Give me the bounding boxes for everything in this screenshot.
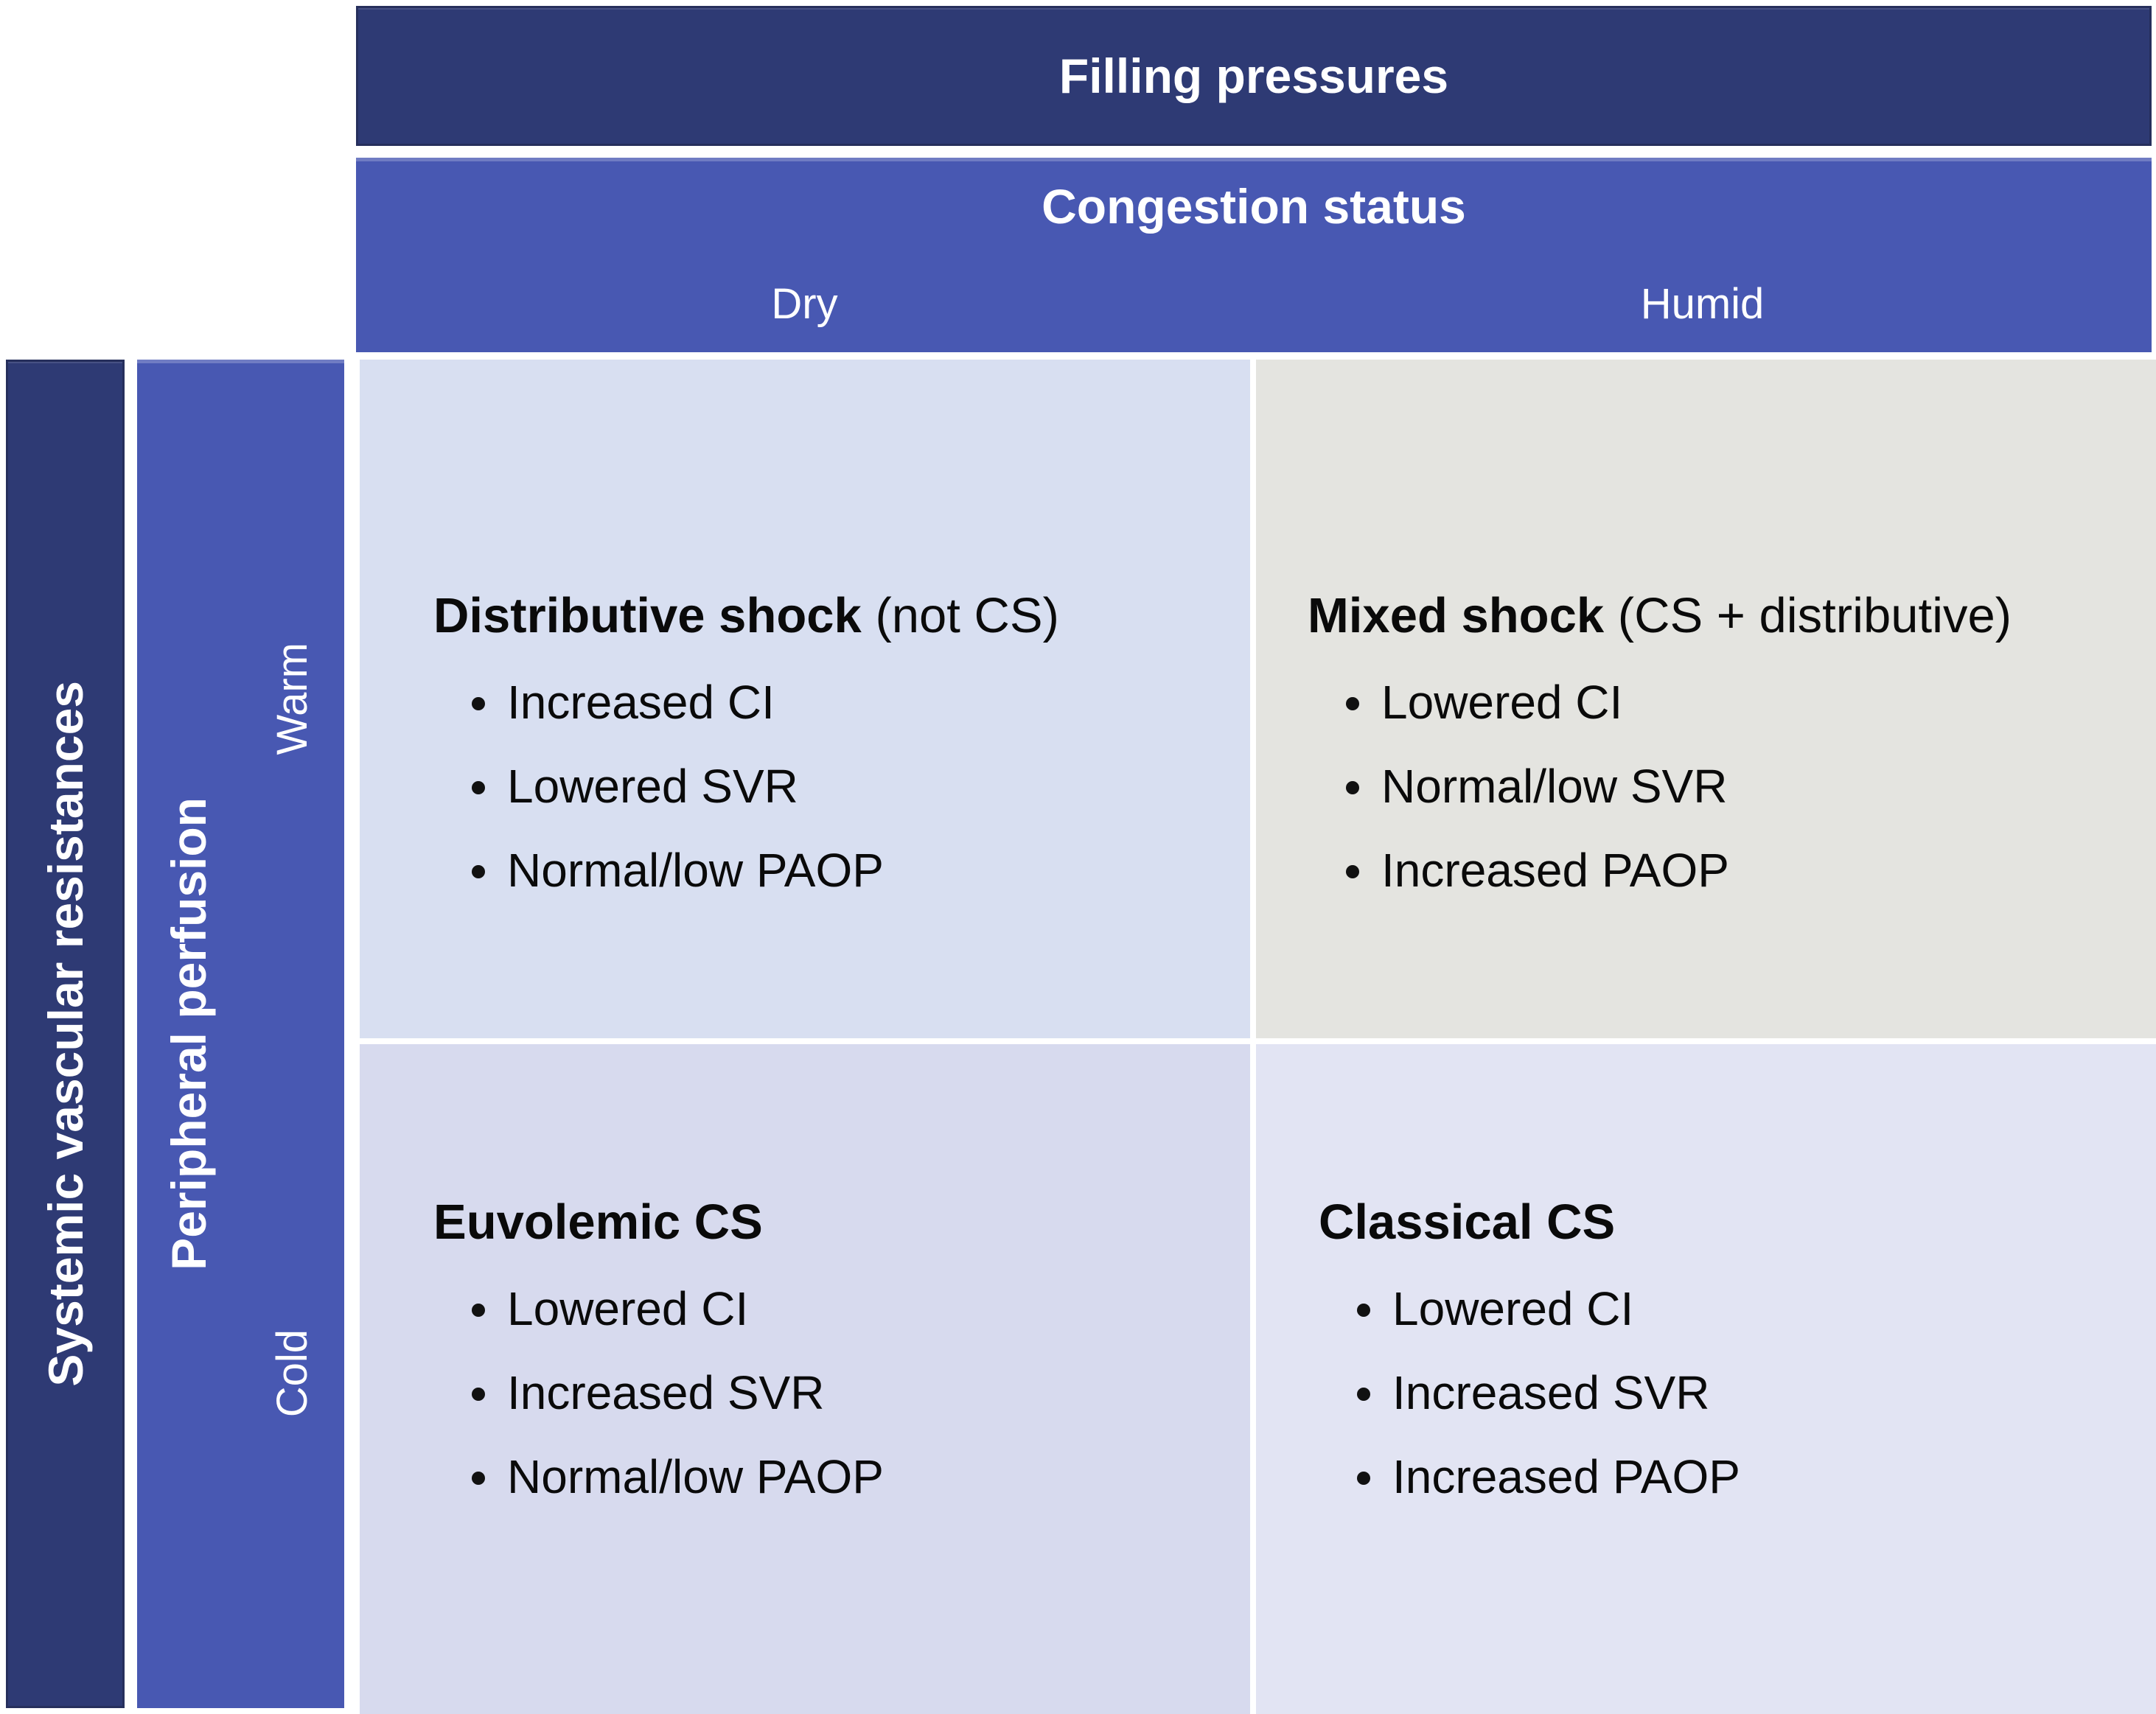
quadrant-title-bold: Mixed shock xyxy=(1308,587,1605,643)
quadrant-title-bold: Classical CS xyxy=(1319,1194,1616,1250)
quadrant-bullet-list: Lowered CI Normal/low SVR Increased PAOP xyxy=(1308,660,2134,912)
bullet-item: Lowered CI xyxy=(1346,660,2134,744)
bullet-item: Increased CI xyxy=(472,660,1221,744)
bullet-item: Increased SVR xyxy=(472,1351,1221,1435)
bullet-dot-icon xyxy=(1346,865,1359,879)
dry-label: Dry xyxy=(771,279,838,328)
bullet-text: Increased SVR xyxy=(1392,1366,1710,1420)
congestion-status-label: Congestion status xyxy=(1042,179,1466,234)
bullet-dot-icon xyxy=(472,1472,485,1486)
quadrant-title-suffix: (not CS) xyxy=(861,587,1059,643)
row-label-warm: Warm xyxy=(241,360,345,1038)
quadrant-title: Classical CS xyxy=(1319,1194,2134,1250)
bullet-dot-icon xyxy=(472,1304,485,1318)
quadrant-cold-dry: Euvolemic CS Lowered CI Increased SVR No… xyxy=(360,1044,1250,1714)
quadrant-title: Distributive shock (not CS) xyxy=(433,587,1221,643)
bullet-text: Lowered CI xyxy=(507,1282,749,1336)
quadrant-cold-humid: Classical CS Lowered CI Increased SVR In… xyxy=(1256,1044,2156,1714)
bullet-item: Increased PAOP xyxy=(1357,1435,2134,1519)
bullet-dot-icon xyxy=(1346,697,1359,711)
svr-axis-bar: Systemic vascular resistances xyxy=(6,360,125,1708)
bullet-item: Normal/low PAOP xyxy=(472,828,1221,912)
peripheral-perfusion-title-col: Peripheral perfusion xyxy=(137,360,241,1708)
bullet-text: Lowered CI xyxy=(1392,1282,1634,1336)
quadrant-title: Euvolemic CS xyxy=(433,1194,1221,1250)
bullet-dot-icon xyxy=(472,865,485,879)
bullet-item: Normal/low PAOP xyxy=(472,1435,1221,1519)
warm-label: Warm xyxy=(268,643,317,755)
bullet-dot-icon xyxy=(472,1388,485,1402)
column-label-humid: Humid xyxy=(1253,255,2152,352)
quadrant-bullet-list: Lowered CI Increased SVR Increased PAOP xyxy=(1319,1267,2134,1519)
row-label-cold: Cold xyxy=(241,1038,345,1708)
bullet-text: Increased PAOP xyxy=(1392,1450,1740,1504)
quadrant-title: Mixed shock (CS + distributive) xyxy=(1308,587,2134,643)
filling-pressures-label: Filling pressures xyxy=(1058,49,1449,103)
bullet-text: Normal/low SVR xyxy=(1381,760,1728,814)
bullet-text: Normal/low PAOP xyxy=(507,1450,884,1504)
bullet-dot-icon xyxy=(1357,1388,1370,1402)
bullet-dot-icon xyxy=(1357,1304,1370,1318)
filling-pressures-header: Filling pressures xyxy=(356,6,2152,146)
quadrant-bullet-list: Increased CI Lowered SVR Normal/low PAOP xyxy=(433,660,1221,912)
bullet-item: Increased PAOP xyxy=(1346,828,2134,912)
bullet-dot-icon xyxy=(472,697,485,711)
bullet-item: Increased SVR xyxy=(1357,1351,2134,1435)
quadrant-warm-humid: Mixed shock (CS + distributive) Lowered … xyxy=(1256,360,2156,1038)
congestion-status-title-row: Congestion status xyxy=(356,158,2152,255)
quadrant-title-bold: Distributive shock xyxy=(433,587,862,643)
quadrant-bullet-list: Lowered CI Increased SVR Normal/low PAOP xyxy=(433,1267,1221,1519)
congestion-status-header: Congestion status Dry Humid xyxy=(356,158,2152,352)
bullet-text: Lowered SVR xyxy=(507,760,798,814)
quadrant-warm-dry: Distributive shock (not CS) Increased CI… xyxy=(360,360,1250,1038)
bullet-text: Increased SVR xyxy=(507,1366,825,1420)
quadrant-title-bold: Euvolemic CS xyxy=(433,1194,763,1250)
bullet-dot-icon xyxy=(1357,1472,1370,1486)
bullet-text: Increased PAOP xyxy=(1381,844,1729,898)
bullet-dot-icon xyxy=(1346,781,1359,795)
bullet-text: Lowered CI xyxy=(1381,676,1623,730)
humid-label: Humid xyxy=(1640,279,1765,328)
bullet-item: Lowered CI xyxy=(1357,1267,2134,1351)
bullet-item: Lowered CI xyxy=(472,1267,1221,1351)
svr-axis-label: Systemic vascular resistances xyxy=(38,681,93,1387)
bullet-text: Normal/low PAOP xyxy=(507,844,884,898)
bullet-item: Lowered SVR xyxy=(472,744,1221,828)
column-label-dry: Dry xyxy=(356,255,1253,352)
peripheral-perfusion-label: Peripheral perfusion xyxy=(161,797,217,1270)
bullet-text: Increased CI xyxy=(507,676,775,730)
peripheral-perfusion-axis-bar: Peripheral perfusion Warm Cold xyxy=(137,360,344,1708)
cold-label: Cold xyxy=(268,1329,317,1418)
perfusion-row-labels: Warm Cold xyxy=(241,360,345,1708)
bullet-dot-icon xyxy=(472,781,485,795)
congestion-column-labels: Dry Humid xyxy=(356,255,2152,352)
bullet-item: Normal/low SVR xyxy=(1346,744,2134,828)
quadrant-title-suffix: (CS + distributive) xyxy=(1604,587,2012,643)
